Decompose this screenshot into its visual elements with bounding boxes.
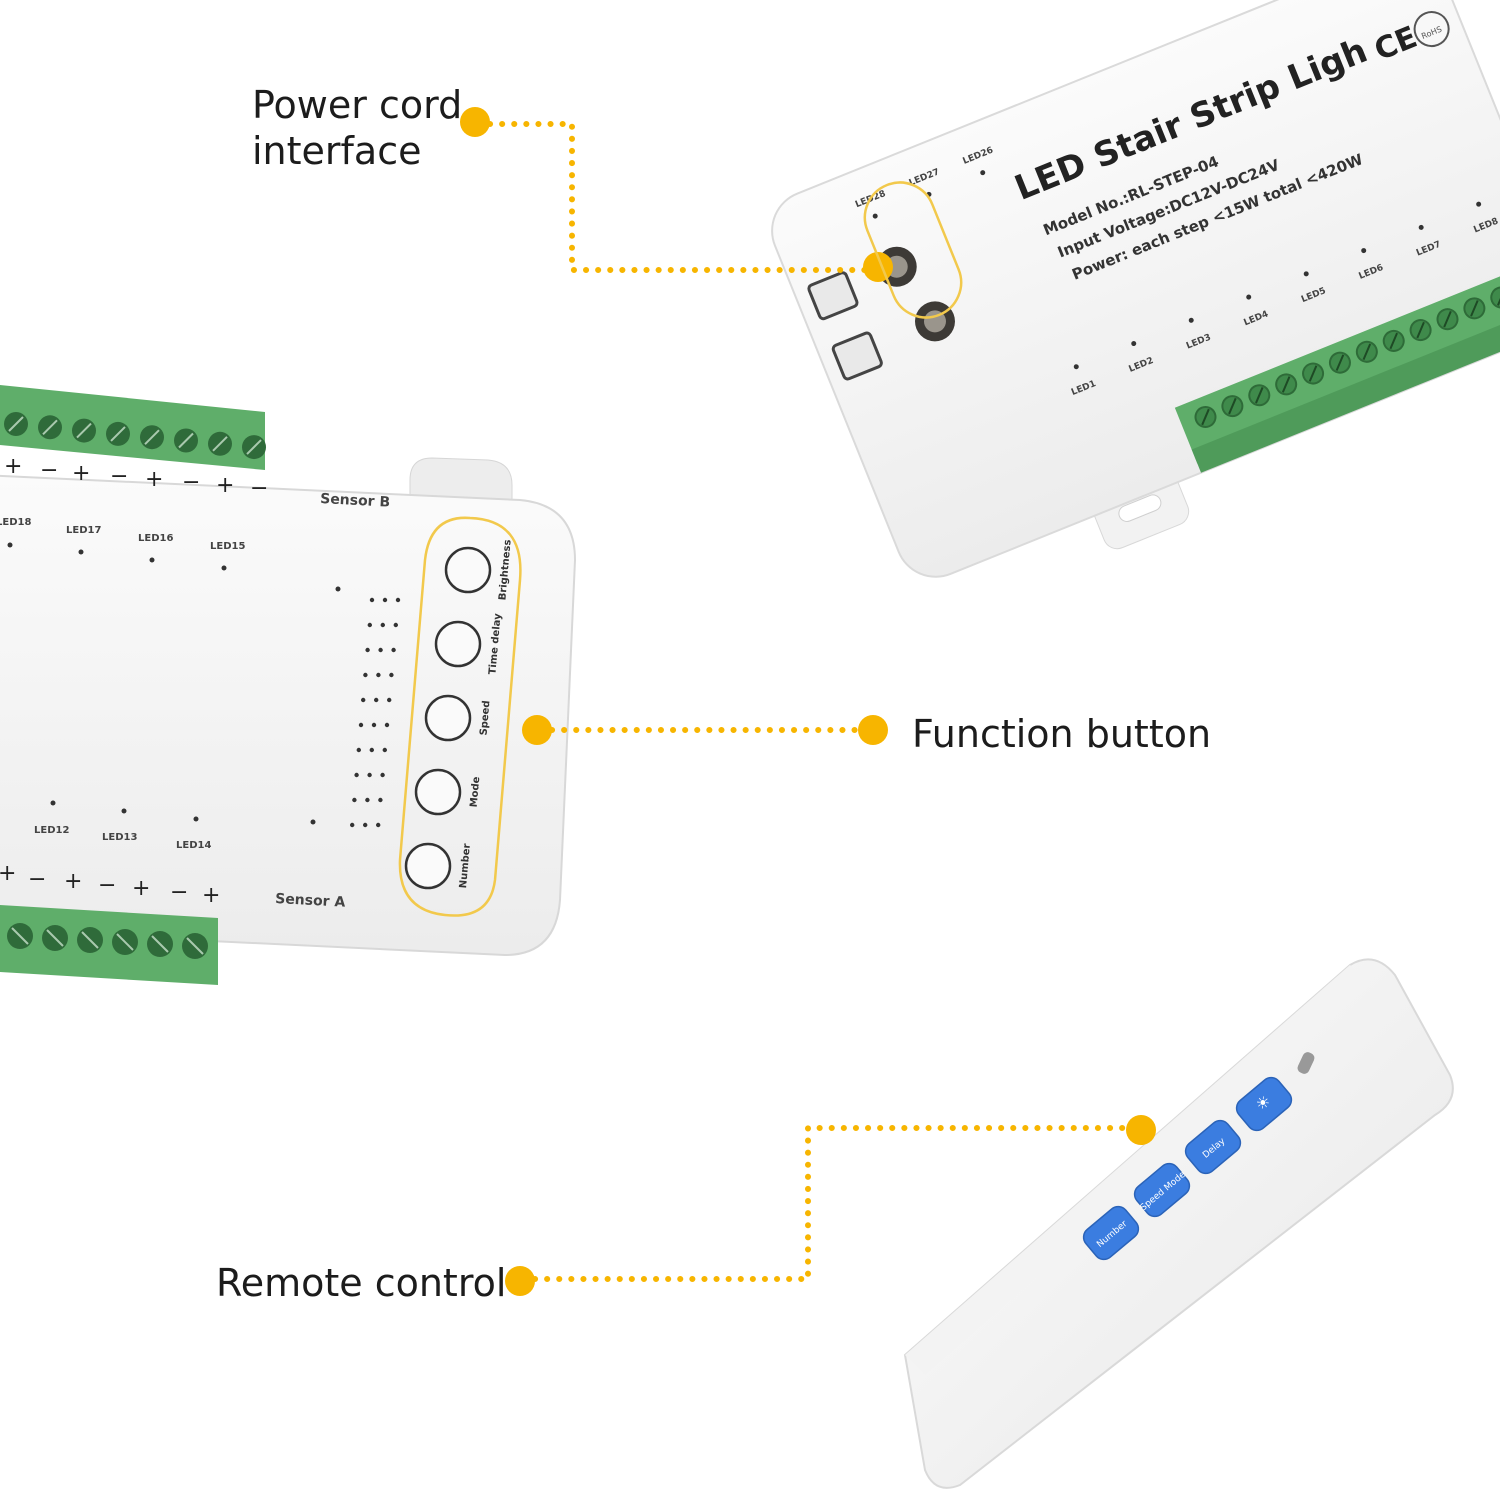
controller-top-right: LED Stair Strip Ligh Model No.:RL-STEP-0… [771, 0, 1500, 578]
rohs-icon [1413, 11, 1450, 48]
remote-button-2[interactable]: Delay [1182, 1116, 1245, 1177]
svg-text:−: − [170, 880, 188, 905]
callout-remote-control: Remote control [216, 1261, 507, 1305]
function-button-label: Brightness [497, 539, 513, 601]
remote-button-1[interactable]: Speed Mode [1129, 1158, 1195, 1222]
svg-text:+: + [145, 467, 163, 492]
terminal-screws [1194, 286, 1500, 428]
svg-text:+: + [132, 876, 150, 901]
sensor-b-label: Sensor B [320, 491, 391, 511]
function-button-label: Mode [469, 776, 483, 808]
callout-dot [505, 1266, 535, 1296]
speaker-grille [350, 597, 401, 828]
function-button-label: Speed [478, 700, 492, 736]
callout-dot [858, 715, 888, 745]
function-button-highlight [398, 516, 522, 917]
svg-text:+: + [216, 473, 234, 498]
svg-text:+: + [72, 461, 90, 486]
svg-text:+: + [0, 861, 16, 886]
function-button-number[interactable]: Number [404, 842, 473, 890]
power-input-port [807, 271, 883, 381]
callout-leader-power [460, 107, 963, 319]
svg-text:−: − [98, 873, 116, 898]
function-button-time-delay[interactable]: Time delay [434, 612, 504, 675]
svg-text:+: + [202, 883, 220, 908]
controller-left: +−+ −+− +− +−+ −+− + Sensor B Sensor A L… [0, 385, 577, 985]
callout-power-cord-line1: Power cord [252, 83, 463, 127]
function-button-label: Time delay [487, 612, 503, 674]
svg-text:LED18: LED18 [0, 517, 31, 528]
mounting-tab [409, 457, 513, 506]
callout-leader-function [522, 715, 888, 745]
svg-text:LED12: LED12 [34, 825, 69, 836]
svg-text:−: − [110, 464, 128, 489]
svg-text:+: + [64, 869, 82, 894]
callout-dot [460, 107, 490, 137]
remote-button-3[interactable]: ☀ [1233, 1073, 1296, 1134]
svg-text:−: − [250, 476, 268, 501]
svg-text:LED16: LED16 [138, 533, 173, 544]
callout-power-cord: Power cord interface [252, 82, 462, 174]
svg-text:−: − [182, 470, 200, 495]
svg-text:−: − [40, 458, 58, 483]
callout-leader-remote [505, 1115, 1156, 1296]
svg-text:−: − [28, 867, 46, 892]
callout-power-cord-line2: interface [252, 129, 422, 173]
svg-text:LED13: LED13 [102, 832, 137, 843]
remote-button-0[interactable]: Number [1080, 1202, 1143, 1263]
controller-body [771, 0, 1500, 578]
terminal-screw [1490, 286, 1500, 309]
callout-function-button: Function button [912, 712, 1212, 756]
sensor-a-label: Sensor A [275, 891, 346, 911]
power-port-highlight [863, 181, 963, 319]
terminal-block-lower [0, 905, 218, 985]
polarity-marks: +−+ −+− +− +−+ −+− + [0, 454, 268, 908]
led-labels: LED18 LED17 LED16 LED15 LED12 LED13 LED1… [0, 517, 245, 851]
indicator-led [1297, 1052, 1315, 1074]
function-button-brightness[interactable]: Brightness [444, 539, 514, 601]
svg-text:LED15: LED15 [210, 541, 245, 552]
controller-body [0, 474, 577, 957]
terminal-block-upper [0, 385, 266, 470]
function-button-speed[interactable]: Speed [424, 694, 493, 742]
svg-text:+: + [4, 454, 22, 479]
callout-dot [522, 715, 552, 745]
function-button-mode[interactable]: Mode [414, 768, 483, 816]
function-button-label: Number [458, 843, 473, 889]
svg-text:LED14: LED14 [176, 840, 211, 851]
svg-text:LED17: LED17 [66, 525, 101, 536]
callout-dot [1126, 1115, 1156, 1145]
